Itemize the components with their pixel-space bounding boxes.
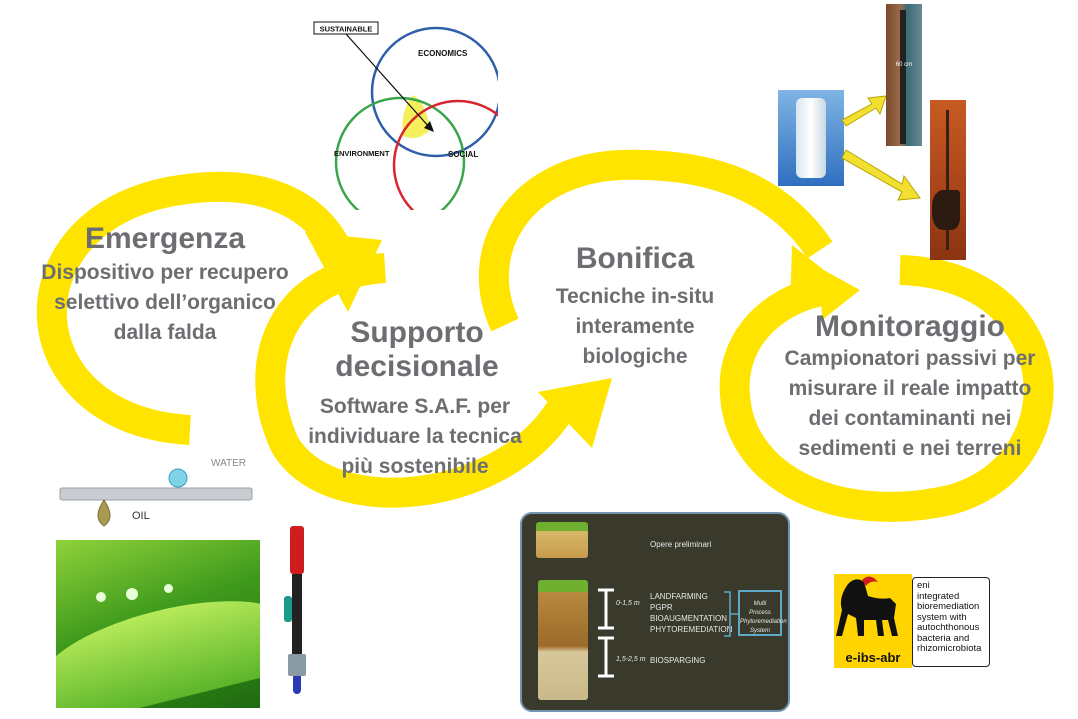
sampler-photo-water: 60 cm: [886, 4, 922, 146]
arrowhead-2: [538, 378, 612, 448]
film-roll: [796, 98, 826, 178]
row-phytoremediation: PHYTOREMEDIATION: [650, 625, 733, 634]
box-line: System: [749, 628, 770, 634]
venn-callout-label: SUSTAINABLE: [320, 25, 373, 34]
dew-drop: [164, 584, 173, 593]
box-line: Phytoremediation: [740, 619, 787, 625]
stage-desc-emergenza: Dispositivo per recupero selettivo dell’…: [30, 258, 300, 348]
topsoil-layer-image: [536, 522, 588, 558]
eni-description: eni integrated bioremediation system wit…: [912, 577, 990, 667]
arrow-bonifica: [478, 149, 833, 332]
eni-logo: [834, 574, 912, 668]
pen-clip: [284, 596, 292, 622]
title-line: Supporto: [350, 316, 484, 349]
circle-environment: [334, 96, 466, 210]
desc-line: dalla falda: [113, 321, 217, 344]
sampler-rod: [946, 110, 949, 250]
desc-line: sedimenti e nei terreni: [798, 437, 1022, 460]
eni-line: autochthonous: [917, 622, 980, 633]
desc-line: Tecniche in-situ: [555, 285, 715, 308]
arrow-down-right: [842, 149, 921, 201]
bracket: [724, 591, 738, 637]
six-legged-dog-icon: [836, 576, 898, 636]
film-roll-image: [778, 90, 844, 186]
pen-body: [292, 574, 302, 654]
eni-logo-text: e-ibs-abr: [845, 650, 901, 665]
eni-line: eni: [917, 580, 930, 591]
desc-line: individuare la tecnica: [308, 425, 522, 448]
membrane-bar: [59, 487, 253, 501]
sampler-scale-label: 60 cm: [895, 62, 913, 68]
pen-tip: [293, 676, 301, 694]
row-biosparging: BIOSPARGING: [650, 656, 706, 665]
desc-line: Dispositivo per recupero: [41, 261, 289, 284]
arrowhead-4: [820, 268, 860, 320]
eni-line: bacteria and: [917, 632, 970, 644]
box-line: Multi: [753, 601, 767, 607]
row-opere: Opere preliminari: [650, 540, 712, 549]
desc-line: selettivo dell’organico: [54, 291, 276, 314]
sampler-photo-soil: [930, 100, 966, 260]
stage-title-supporto: Supporto decisionale: [322, 316, 512, 384]
oil-label: OIL: [132, 510, 150, 522]
dew-drop: [126, 588, 138, 600]
oil-droplet: [97, 499, 111, 527]
arrow-up-right: [842, 95, 887, 127]
arrow-emergenza: [36, 171, 349, 445]
arrowhead-1: [305, 232, 382, 312]
depth-label-2: 1,5-2,5 m: [616, 656, 646, 663]
desc-line: più sostenibile: [341, 455, 489, 478]
row-pgpr: PGPR: [650, 603, 673, 612]
row-bioaugmentation: BIOAUGMENTATION: [650, 614, 728, 623]
venn-diagram: SUSTAINABLE ECONOMICS ENVIRONMENT SOCIAL: [313, 21, 498, 210]
eni-line: system with: [917, 611, 967, 623]
row-landfarming: LANDFARMING: [650, 592, 708, 601]
eni-line: integrated: [917, 590, 960, 602]
soil-column-image: [538, 580, 588, 700]
yellow-pointer-arrows: [842, 95, 921, 201]
soil-shadow: [932, 190, 960, 230]
pen-device: [282, 526, 312, 698]
water-label: WATER: [211, 458, 246, 469]
eni-line: bioremediation: [917, 601, 980, 612]
desc-line: Campionatori passivi per: [784, 347, 1036, 370]
callout-pointer: [345, 33, 431, 129]
arrow-supporto: [255, 253, 573, 508]
venn-label-environment: ENVIRONMENT: [334, 149, 390, 158]
circle-economics: [370, 26, 498, 158]
pen-cap: [290, 526, 304, 574]
bonifica-techniques-panel: Opere preliminari 0-1,5 m 1,5-2,5 m LAND…: [520, 512, 790, 712]
circle-social: [392, 99, 498, 210]
multi-process-box: Multi Process Phytoremediation System: [738, 590, 787, 636]
leaf-photo: [56, 540, 260, 708]
arrow-monitoraggio: [719, 255, 1054, 522]
pen-base: [288, 654, 306, 676]
desc-line: interamente: [575, 315, 695, 338]
stage-desc-bonifica: Tecniche in-situ interamente biologiche: [550, 282, 720, 372]
desc-line: misurare il reale impatto: [788, 377, 1032, 400]
stage-title-monitoraggio: Monitoraggio: [815, 310, 1005, 343]
box-line: Process: [749, 610, 771, 616]
water-droplet: [168, 468, 188, 488]
stage-desc-monitoraggio: Campionatori passivi per misurare il rea…: [772, 344, 1048, 464]
stage-desc-supporto: Software S.A.F. per individuare la tecni…: [290, 392, 540, 482]
callout-arrowhead: [424, 121, 434, 132]
depth-label-1: 0-1,5 m: [616, 600, 640, 607]
venn-label-social: SOCIAL: [448, 150, 478, 159]
stage-title-bonifica: Bonifica: [575, 242, 695, 275]
leaf-blade: [56, 579, 260, 708]
desc-line: dei contaminanti nei: [808, 407, 1012, 430]
sampler-rod: [900, 10, 906, 144]
stage-title-emergenza: Emergenza: [84, 222, 246, 255]
desc-line: Software S.A.F. per: [319, 395, 511, 418]
depth-markers: [598, 588, 614, 678]
eni-line: rhizomicrobiota: [917, 643, 982, 654]
venn-label-economics: ECONOMICS: [418, 49, 468, 58]
desc-line: biologiche: [582, 345, 688, 368]
dew-drop: [96, 592, 106, 602]
oil-water-membrane: [59, 468, 253, 527]
title-line: decisionale: [335, 350, 499, 383]
